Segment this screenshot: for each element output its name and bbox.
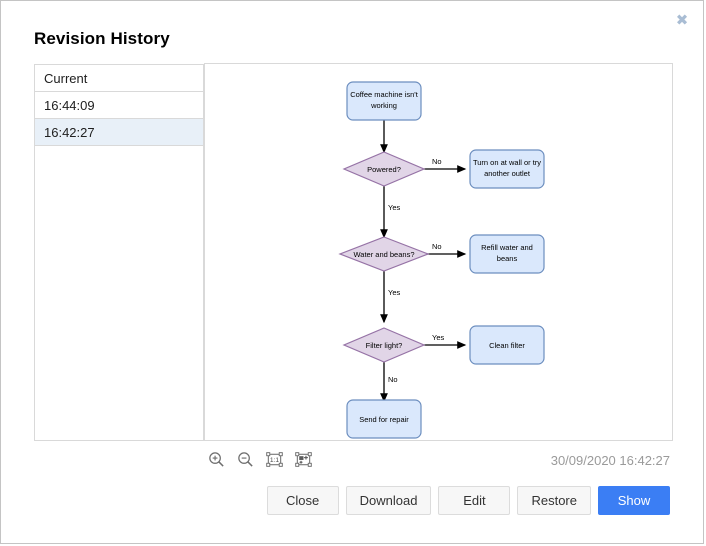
diagram-preview-canvas[interactable]: No Yes No Yes Yes No <box>204 63 673 441</box>
revision-timestamp: 30/09/2020 16:42:27 <box>551 453 670 468</box>
svg-text:1:1: 1:1 <box>270 457 280 464</box>
flowchart-node-start-line1: Coffee machine isn't <box>350 90 418 99</box>
page-title: Revision History <box>34 29 170 49</box>
edge-filter-to-clean: Yes <box>424 333 465 345</box>
flowchart-node-filter-light-label: Filter light? <box>366 341 403 350</box>
flowchart-svg: No Yes No Yes Yes No <box>205 64 672 440</box>
flowchart-node-water-beans-label: Water and beans? <box>353 250 414 259</box>
revision-list-item-current[interactable]: Current <box>35 65 203 92</box>
flowchart-node-powered-label: Powered? <box>367 165 401 174</box>
zoom-out-icon[interactable] <box>236 450 255 469</box>
revision-list[interactable]: Current 16:44:09 16:42:27 <box>34 64 204 441</box>
flowchart-node-start-line2: working <box>370 101 397 110</box>
edge-water-to-refill: No <box>424 242 465 254</box>
zoom-in-icon[interactable] <box>207 450 226 469</box>
flowchart-node-start[interactable]: Coffee machine isn't working <box>347 82 421 120</box>
flowchart-node-turn-on-line2: another outlet <box>484 169 531 178</box>
flowchart-node-refill-line2: beans <box>497 254 518 263</box>
revision-list-item-1[interactable]: 16:44:09 <box>35 92 203 119</box>
close-icon[interactable]: ✖ <box>673 12 691 30</box>
flowchart-node-turn-on-line1: Turn on at wall or try <box>473 158 541 167</box>
fit-page-icon[interactable] <box>294 450 313 469</box>
actual-size-icon[interactable]: 1:1 <box>265 450 284 469</box>
flowchart-node-send-repair-label: Send for repair <box>359 415 409 424</box>
edge-label-yes-powered: Yes <box>388 203 400 212</box>
footer-button-bar: Close Download Edit Restore Show <box>267 486 670 515</box>
edge-label-no-filter: No <box>388 375 398 384</box>
edit-button[interactable]: Edit <box>438 486 510 515</box>
revision-list-item-2[interactable]: 16:42:27 <box>35 119 203 146</box>
flowchart-node-water-beans[interactable]: Water and beans? <box>340 237 428 271</box>
flowchart-node-refill-line1: Refill water and <box>481 243 533 252</box>
show-button[interactable]: Show <box>598 486 670 515</box>
edge-label-no-water: No <box>432 242 442 251</box>
edge-filter-to-repair: No <box>384 362 398 401</box>
edge-water-to-filter: Yes <box>384 271 400 322</box>
flowchart-node-turn-on[interactable]: Turn on at wall or try another outlet <box>470 150 544 188</box>
flowchart-node-send-repair[interactable]: Send for repair <box>347 400 421 438</box>
flowchart-node-clean-filter[interactable]: Clean filter <box>470 326 544 364</box>
edge-powered-to-turn-on: No <box>424 157 465 169</box>
edge-powered-to-water: Yes <box>384 186 400 237</box>
edge-label-yes-filter: Yes <box>432 333 444 342</box>
zoom-toolbar: 1:1 <box>207 450 313 469</box>
flowchart-node-refill[interactable]: Refill water and beans <box>470 235 544 273</box>
close-button[interactable]: Close <box>267 486 339 515</box>
flowchart-node-filter-light[interactable]: Filter light? <box>344 328 424 362</box>
restore-button[interactable]: Restore <box>517 486 591 515</box>
download-button[interactable]: Download <box>346 486 432 515</box>
edge-label-yes-water: Yes <box>388 288 400 297</box>
edge-label-no-powered: No <box>432 157 442 166</box>
flowchart-node-powered[interactable]: Powered? <box>344 152 424 186</box>
flowchart-node-clean-filter-label: Clean filter <box>489 341 525 350</box>
